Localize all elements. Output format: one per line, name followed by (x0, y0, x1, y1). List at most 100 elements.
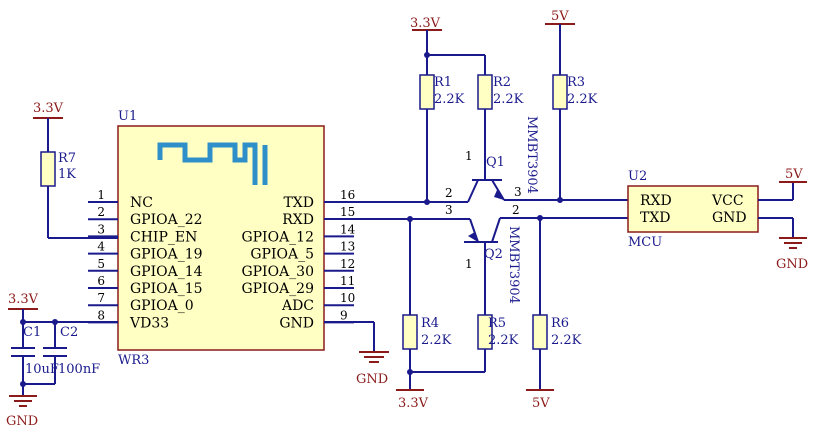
u2-gnd-label: GND (776, 257, 808, 272)
c1-c2-capacitors: 3.3V GND C1 C2 10uF 100nF (6, 292, 118, 429)
q2-pin-b: 1 (465, 257, 473, 271)
u1-right-pin-number: 10 (340, 291, 355, 305)
u1-left-pin-label: CHIP_EN (130, 229, 197, 245)
u1-left-pin-number: 4 (97, 240, 105, 254)
r3-ref: R3 (567, 75, 585, 90)
u1-name: WR3 (118, 353, 149, 368)
u1-right-pins: 16TXD15RXD14GPIOA_1213GPIOA_512GPIOA_301… (241, 188, 355, 331)
u1-left-pin-label: GPIOA_15 (130, 281, 203, 297)
q1-ref: Q1 (486, 155, 505, 170)
u1-module: U1 WR3 (117, 109, 325, 368)
u1-right-pin-label: RXD (282, 212, 314, 228)
u2-ref: U2 (628, 169, 647, 184)
r1-value: 2.2K (434, 92, 465, 107)
q1-part: MMBT3904 (524, 116, 539, 194)
u1-left-pin-number: 7 (97, 291, 105, 305)
u1-right-pin-label: GPIOA_29 (241, 281, 314, 297)
q2-pin-c: 2 (512, 203, 520, 217)
u1-right-pin-number: 14 (340, 222, 356, 236)
u1-gnd-symbol: GND (324, 321, 389, 387)
u1-right-pin-label: ADC (281, 298, 314, 314)
u1-gnd-label: GND (356, 372, 388, 387)
c1-value: 10uF (25, 362, 59, 377)
r3-value: 2.2K (567, 92, 598, 107)
c1-ref: C1 (23, 325, 41, 340)
r7-ref: R7 (58, 151, 76, 166)
u1-left-pin-number: 3 (97, 222, 105, 236)
u1-left-pin-label: NC (130, 195, 153, 211)
r6-ref: R6 (551, 316, 569, 331)
antenna-logo-icon (157, 142, 268, 185)
r7-resistor: 3.3V R7 1K (33, 101, 118, 239)
u1-left-pin-label: GPIOA_0 (130, 298, 194, 314)
cap-gnd-label: GND (6, 414, 38, 429)
u1-left-pin-label: GPIOA_22 (130, 212, 203, 228)
u2-pin-rxd: RXD (640, 193, 672, 209)
u1-left-pin-number: 8 (97, 308, 105, 322)
r2-value: 2.2K (493, 92, 524, 107)
q1-transistor: 1 2 3 Q1 MMBT3904 (324, 116, 628, 205)
u2-name: MCU (628, 235, 662, 250)
u2-supply-label: 5V (785, 167, 803, 182)
q2-ref: Q2 (484, 247, 503, 262)
c2-value: 100nF (58, 362, 100, 377)
u1-right-pin-label: GPIOA_5 (250, 247, 314, 263)
u1-right-pin-label: GPIOA_12 (241, 229, 314, 245)
u1-right-pin-label: GPIOA_30 (241, 264, 314, 280)
u1-right-pin-number: 9 (340, 308, 348, 322)
u1-right-pin-label: GND (279, 315, 314, 331)
u1-left-pin-label: VD33 (129, 315, 169, 331)
q2-part: MMBT3904 (506, 226, 521, 304)
r4-ref: R4 (421, 316, 439, 331)
c2-ref: C2 (60, 325, 78, 340)
q1-pin-e: 2 (445, 186, 453, 200)
r5-value: 2.2K (488, 333, 519, 348)
r6-value: 2.2K (551, 333, 582, 348)
cap-supply-label: 3.3V (8, 292, 39, 307)
u1-ref: U1 (118, 109, 137, 124)
u2-pin-vcc: VCC (711, 193, 744, 209)
q1-pin-b: 1 (465, 149, 473, 163)
u1-right-pin-number: 13 (340, 240, 355, 254)
r1-ref: R1 (434, 75, 452, 90)
top-supply-label: 3.3V (410, 16, 441, 31)
bottom-supply-label: 3.3V (398, 396, 429, 411)
r5-ref: R5 (488, 316, 506, 331)
r4-value: 2.2K (421, 333, 452, 348)
r7-supply-label: 3.3V (33, 101, 64, 116)
u1-right-pin-number: 15 (340, 205, 355, 219)
r1-r2-pullups: 3.3V R1 2.2K R2 2.2K (410, 16, 524, 202)
u2-pin-gnd: GND (712, 210, 747, 226)
r2-ref: R2 (493, 75, 511, 90)
q2-transistor: 1 3 2 Q2 MMBT3904 (324, 203, 628, 304)
r7-value: 1K (58, 167, 76, 182)
r4-r5-pullups: 3.3V R4 2.2K R5 2.2K (396, 219, 519, 411)
r3-supply-label: 5V (551, 9, 569, 24)
u1-left-pin-number: 6 (97, 274, 105, 288)
u1-left-pin-label: GPIOA_14 (130, 264, 203, 280)
u1-left-pin-number: 2 (97, 205, 105, 219)
u1-left-pin-number: 1 (97, 188, 105, 202)
u1-left-pin-label: GPIOA_19 (130, 247, 203, 263)
r3-pullup: 5V R3 2.2K (545, 9, 598, 200)
r6-pullup: 5V R6 2.2K (526, 218, 582, 411)
u1-left-pin-number: 5 (97, 257, 105, 271)
u1-right-pin-number: 12 (340, 257, 355, 271)
u1-right-pin-number: 11 (340, 274, 355, 288)
u1-right-pin-label: TXD (283, 195, 314, 211)
